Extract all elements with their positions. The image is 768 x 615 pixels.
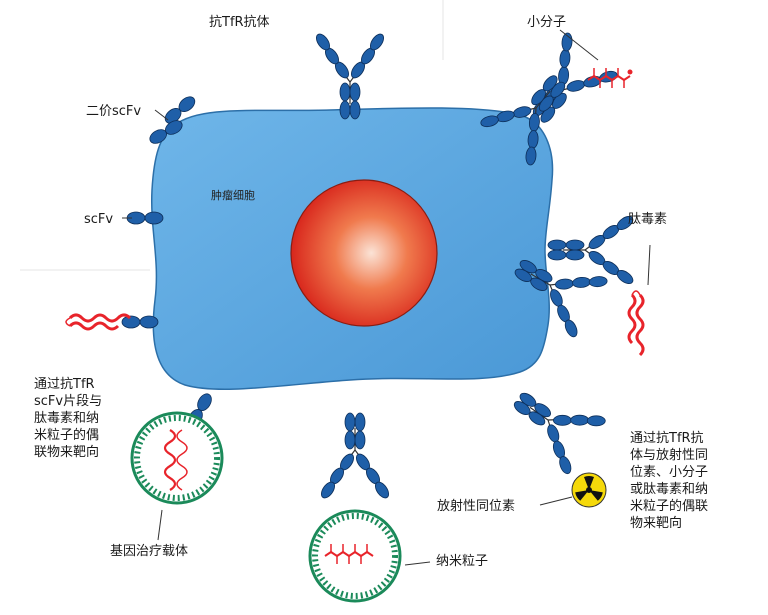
- label-targeting-antibody: 通过抗TfR抗 体与放射性同 位素、小分子 或肽毒素和纳 米粒子的偶联 物来靶向: [630, 430, 750, 532]
- targeting-scfv-line: scFv片段与: [34, 394, 103, 409]
- label-tumor-cell: 肿瘤细胞: [211, 189, 255, 202]
- label-gene-therapy-carrier: 基因治疗载体: [110, 544, 189, 559]
- label-scfv: scFv: [84, 212, 114, 227]
- nanoparticle: [308, 509, 402, 603]
- label-small-molecule: 小分子: [527, 15, 567, 30]
- targeting-scfv-line: 通过抗TfR: [34, 377, 95, 392]
- scfv-fragment: [126, 211, 164, 225]
- peptide-toxin-left: [64, 313, 132, 331]
- label-anti-tfr-antibody: 抗TfR抗体: [209, 15, 270, 30]
- radioactive-pointer: [539, 496, 573, 506]
- toxin-pointer: [647, 244, 651, 286]
- antibody-right: [547, 213, 636, 287]
- targeting-antibody-line: 物来靶向: [630, 516, 683, 531]
- targeting-antibody-line: 米粒子的偶联: [630, 499, 709, 514]
- label-peptide-toxin: 肽毒素: [628, 212, 668, 227]
- label-radioisotope: 放射性同位素: [437, 499, 516, 514]
- gene-therapy-carrier: [130, 411, 224, 505]
- small-molecule-pointer: [559, 29, 599, 61]
- label-bivalent-scfv: 二价scFv: [86, 104, 142, 119]
- radioactive-symbol: [571, 472, 607, 508]
- targeting-antibody-line: 通过抗TfR抗: [630, 431, 704, 446]
- antibody-bottom: [318, 412, 392, 501]
- scfv-with-toxin: [121, 315, 159, 329]
- peptide-toxin-right: [627, 289, 645, 357]
- targeting-antibody-line: 体与放射性同: [630, 448, 709, 463]
- targeting-antibody-line: 或肽毒素和纳: [630, 482, 709, 497]
- nucleus: [290, 179, 438, 327]
- targeting-antibody-line: 位素、小分子: [630, 465, 709, 480]
- antibody-bottom-right: [496, 368, 611, 480]
- carrier-pointer: [157, 509, 163, 541]
- targeting-scfv-line: 米粒子的偶: [34, 428, 100, 443]
- nanoparticle-pointer: [404, 561, 431, 566]
- targeting-scfv-line: 肽毒素和纳: [34, 411, 100, 426]
- antibody-top: [313, 31, 387, 120]
- label-targeting-scfv: 通过抗TfR scFv片段与 肽毒素和纳 米粒子的偶 联物来靶向: [34, 376, 144, 461]
- small-molecule: [587, 68, 633, 88]
- bivalent-pointer: [154, 109, 169, 121]
- label-nanoparticle: 纳米粒子: [436, 554, 489, 569]
- targeting-scfv-line: 联物来靶向: [34, 445, 100, 460]
